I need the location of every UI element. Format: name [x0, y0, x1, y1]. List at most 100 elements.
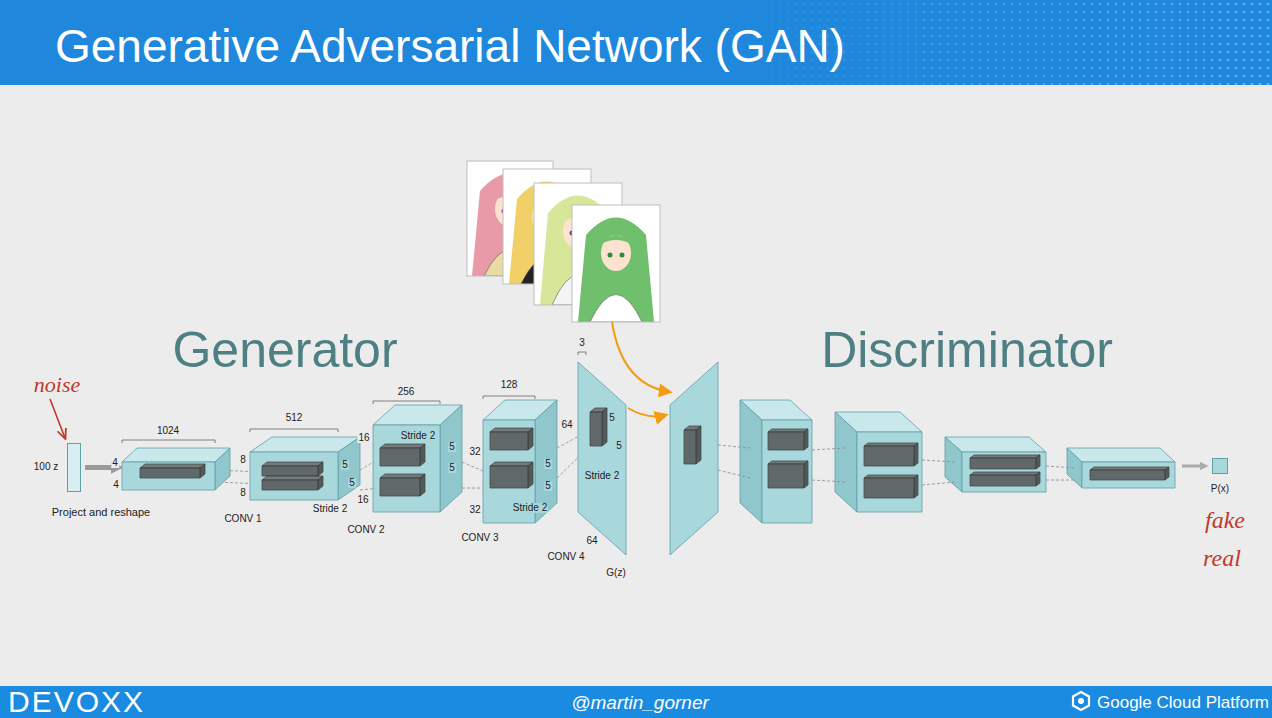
- section-heading: Generator: [172, 325, 397, 375]
- slab-front: [864, 446, 914, 466]
- slab-top: [262, 476, 323, 480]
- layer-block: 100 z: [67, 443, 81, 492]
- slab-front: [262, 466, 318, 476]
- slab-top: [1067, 448, 1175, 462]
- gcp-logo: [1073, 692, 1089, 710]
- dimension-label: 16: [357, 433, 370, 443]
- discriminator-layer: [740, 400, 812, 523]
- dimension-label: Stride 2: [512, 503, 548, 513]
- dimension-label: 3: [578, 338, 586, 348]
- slab-side: [1036, 472, 1040, 486]
- slab-top: [970, 472, 1040, 475]
- conference-logo: DEVOXX: [8, 687, 145, 717]
- handwritten-note: noise: [34, 374, 80, 396]
- layer-block: 25616Stride 25516CONV 2: [373, 405, 462, 512]
- slab-side: [1165, 467, 1169, 480]
- slab-front: [490, 466, 528, 488]
- slab-side: [338, 437, 360, 500]
- conv-line: [1046, 466, 1075, 468]
- slab-side: [318, 476, 323, 490]
- slab-front: [970, 475, 1036, 486]
- size-bracket: [578, 352, 586, 355]
- dimension-label: CONV 3: [460, 533, 499, 543]
- slab-front: [380, 448, 420, 466]
- dimension-label: 1024: [156, 426, 180, 436]
- dimension-label: CONV 2: [346, 525, 385, 535]
- layer-block: P(x): [1212, 458, 1228, 474]
- dimension-label: 5: [615, 441, 623, 451]
- slab-side: [804, 461, 808, 488]
- layer-shape: [578, 362, 626, 555]
- slab-front: [590, 412, 602, 446]
- dimension-label: 128: [500, 380, 519, 390]
- layer-shape: [122, 448, 230, 490]
- slab-front: [122, 462, 215, 490]
- dimension-label: G(z): [605, 568, 626, 578]
- slab-side: [318, 462, 323, 476]
- slab-top: [768, 429, 808, 432]
- size-bracket: [373, 401, 440, 404]
- dimension-label: 5: [448, 442, 456, 452]
- slab-front: [250, 452, 338, 500]
- dimension-label: 8: [239, 488, 247, 498]
- dimension-label: 16: [356, 495, 369, 505]
- discriminator-layer: [945, 437, 1046, 492]
- handwritten-note: fake: [1205, 508, 1245, 532]
- layer-block: 1283255Stride 232CONV 3: [483, 400, 557, 523]
- slab-top: [380, 474, 425, 478]
- dimension-label: 5: [608, 413, 616, 423]
- slab-top: [945, 437, 1046, 452]
- slab-front: [762, 420, 812, 523]
- dimension-label: 4: [111, 458, 119, 468]
- conv-line: [812, 448, 845, 450]
- slab-front: [140, 468, 200, 478]
- conv-line: [812, 480, 845, 482]
- slab-top: [122, 448, 230, 462]
- section-heading: Discriminator: [821, 325, 1113, 375]
- slab-top: [1090, 467, 1169, 470]
- dimension-label: Stride 2: [584, 471, 620, 481]
- slab-front: [490, 432, 528, 450]
- conv-line: [718, 470, 750, 478]
- slab-top: [140, 464, 205, 468]
- slab-top: [262, 462, 323, 466]
- anime-images: [467, 161, 660, 322]
- slab-front: [684, 430, 696, 464]
- layer-block: 5128855Stride 2CONV 1: [250, 437, 360, 500]
- dimension-label: 32: [468, 505, 481, 515]
- discriminator-layer: [835, 412, 922, 512]
- slide-title: Generative Adversarial Network (GAN): [55, 23, 845, 69]
- slab-front: [857, 432, 922, 512]
- sponsor-name: Google Cloud Platform: [1097, 694, 1269, 711]
- dimension-label: 5: [341, 460, 349, 470]
- slab-side: [215, 448, 230, 490]
- slab-top: [970, 455, 1040, 458]
- slab-top: [490, 428, 533, 432]
- slab-side: [914, 443, 918, 466]
- size-bracket: [250, 429, 338, 432]
- slab-front: [768, 432, 804, 450]
- slab-side: [602, 408, 607, 446]
- slab-side: [528, 428, 533, 450]
- slab-side: [1067, 448, 1082, 488]
- layer-block: 102444: [122, 448, 230, 490]
- dimension-label: 5: [544, 481, 552, 491]
- dimension-label: Stride 2: [400, 431, 436, 441]
- slab-side: [1036, 455, 1040, 469]
- dimension-label: 5: [348, 478, 356, 488]
- dimension-label: 4: [112, 480, 120, 490]
- slab-side: [528, 462, 533, 488]
- input-plane: [670, 362, 718, 555]
- slab-front: [864, 478, 914, 498]
- slab-front: [1090, 470, 1165, 480]
- dimension-label: 32: [468, 447, 481, 457]
- dimension-label: CONV 1: [223, 514, 262, 524]
- anime-picture: [572, 205, 660, 322]
- dimension-label: P(x): [1210, 484, 1230, 494]
- size-bracket: [122, 440, 215, 443]
- output-arrow: [1182, 465, 1204, 468]
- layer-shape: [373, 405, 462, 512]
- conv-line: [718, 445, 750, 448]
- slab-front: [373, 425, 440, 512]
- dimension-label: 512: [285, 413, 304, 423]
